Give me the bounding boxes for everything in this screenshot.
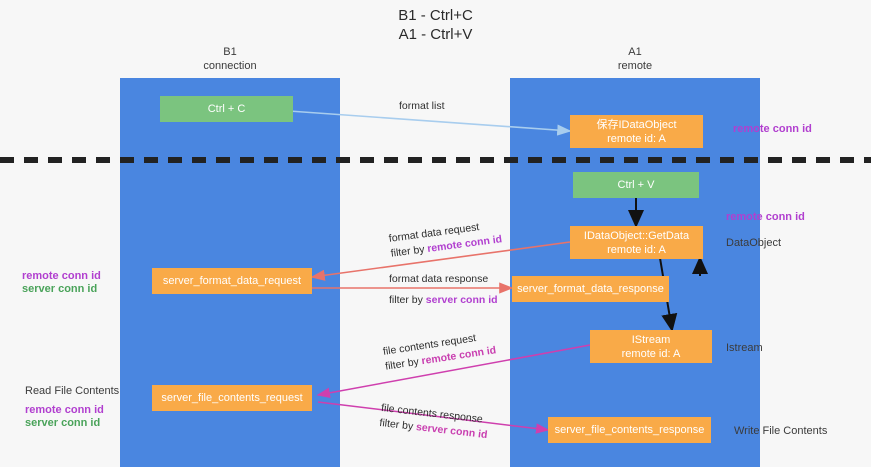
annotation-right-istream: Istream bbox=[726, 342, 763, 354]
column-header-a1: A1 remote bbox=[617, 46, 653, 72]
node-server-format-data-request[interactable]: server_format_data_request bbox=[152, 268, 312, 294]
filter-prefix: filter by bbox=[390, 243, 429, 260]
edge-format-list bbox=[274, 109, 572, 136]
annotation-right-remote-conn-id-top: remote conn id bbox=[733, 123, 812, 135]
annotation-left-remote-conn-id-bottom: remote conn id bbox=[25, 404, 104, 416]
node-ctrl-c[interactable]: Ctrl + C bbox=[160, 96, 293, 122]
node-save-idataobject[interactable]: 保存IDataObject remote id: A bbox=[570, 115, 703, 148]
node-idataobject-getdata[interactable]: IDataObject::GetData remote id: A bbox=[570, 226, 703, 259]
edge-file-contents-response bbox=[317, 401, 550, 434]
annotation-left-server-conn-id-bottom: server conn id bbox=[25, 417, 101, 429]
annotation-left-read-file-contents: Read File Contents bbox=[25, 385, 120, 397]
edge-label-format-data-response-line1: format data response bbox=[389, 273, 489, 285]
filter-prefix: filter by bbox=[389, 294, 426, 306]
annotation-right-write-file-contents: Write File Contents bbox=[734, 425, 828, 437]
filter-key-server-conn-id: server conn id bbox=[425, 294, 498, 306]
filter-prefix: filter by bbox=[378, 416, 417, 433]
node-server-file-contents-response[interactable]: server_file_contents_response bbox=[548, 417, 711, 443]
diagram-title: B1 - Ctrl+C A1 - Ctrl+V bbox=[398, 7, 473, 43]
edge-label-format-list: format list bbox=[399, 100, 445, 112]
edge-file-contents-request bbox=[316, 344, 591, 398]
annotation-right-dataobject: DataObject bbox=[726, 237, 782, 249]
annotation-left-remote-conn-id-mid: remote conn id bbox=[22, 270, 101, 282]
node-server-file-contents-request[interactable]: server_file_contents_request bbox=[152, 385, 312, 411]
column-header-b1: B1 connection bbox=[203, 46, 257, 72]
node-ctrl-v[interactable]: Ctrl + V bbox=[573, 172, 699, 198]
filter-prefix: filter by bbox=[384, 355, 423, 373]
phase-divider bbox=[0, 157, 871, 163]
edge-label-format-data-response: format data response filter by server co… bbox=[389, 272, 498, 308]
node-istream[interactable]: IStream remote id: A bbox=[590, 330, 712, 363]
edge-label-format-data-response-line2: filter by server conn id bbox=[389, 293, 498, 308]
annotation-left-server-conn-id-mid: server conn id bbox=[22, 283, 98, 295]
node-server-format-data-response[interactable]: server_format_data_response bbox=[512, 276, 669, 302]
annotation-right-remote-conn-id-mid: remote conn id bbox=[726, 211, 805, 223]
edge-format-data-request bbox=[310, 241, 571, 281]
